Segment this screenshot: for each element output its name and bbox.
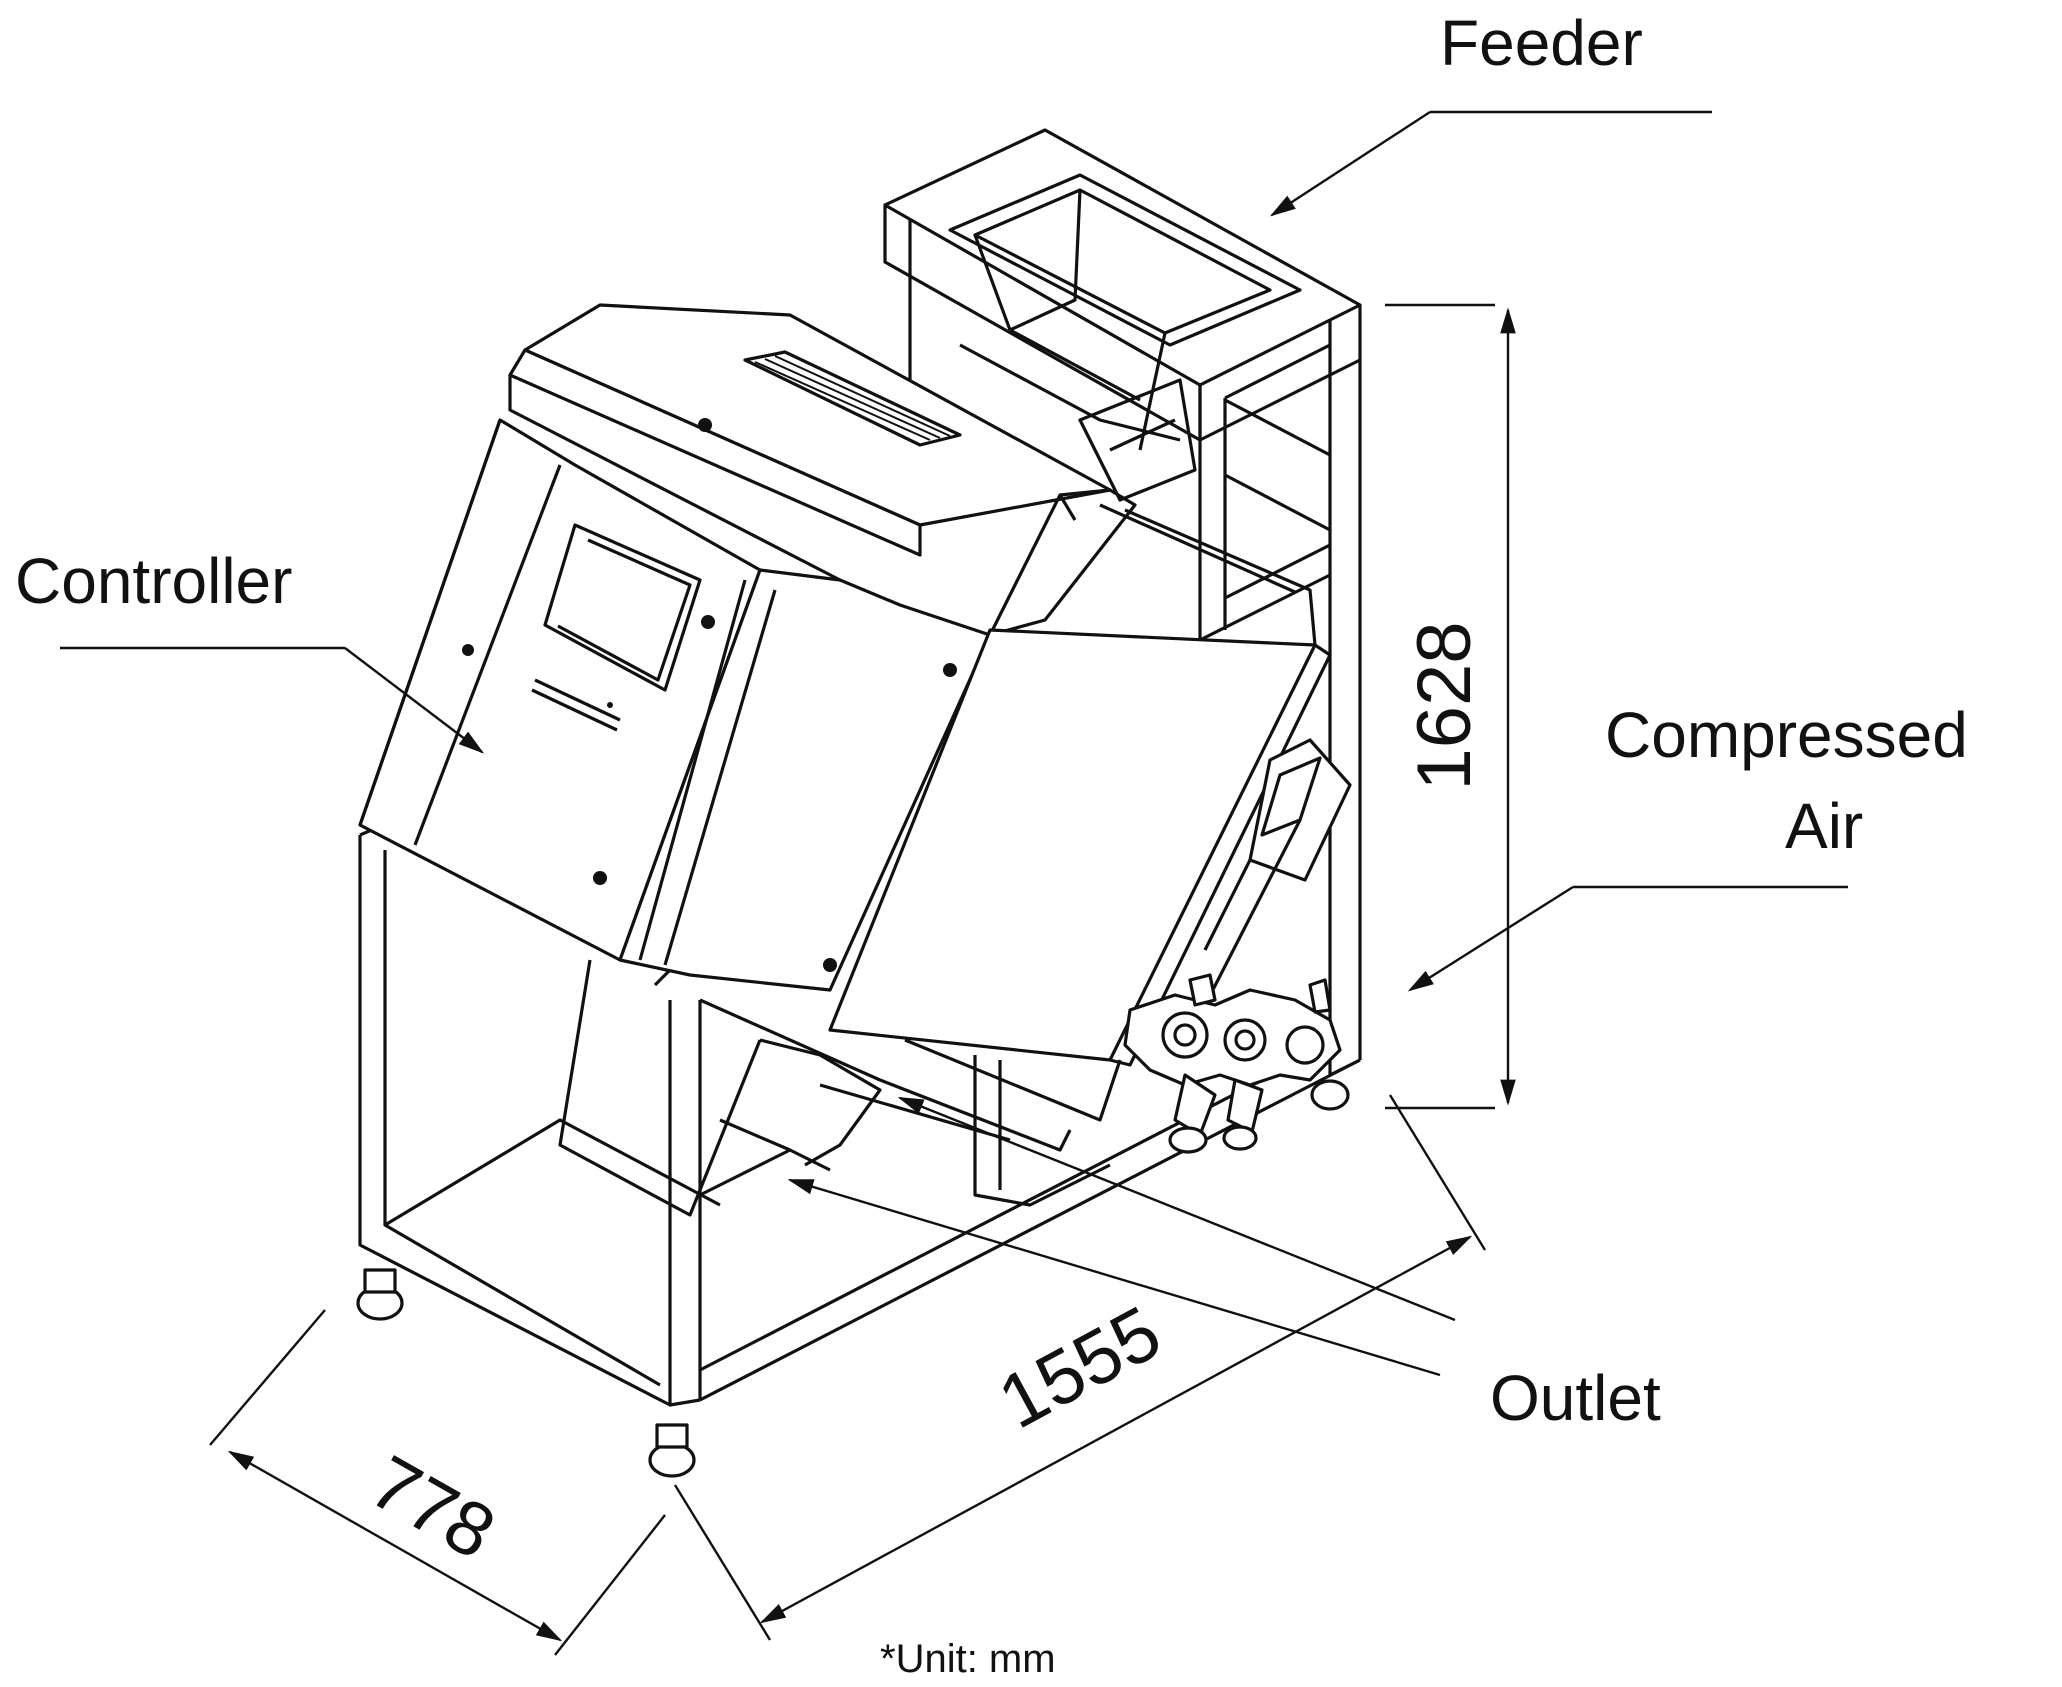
callout-outlet: Outlet xyxy=(787,1096,1661,1434)
sorter-body xyxy=(618,488,1137,992)
compressed-air-valves xyxy=(1123,738,1352,1154)
dimension-length-value: 1555 xyxy=(985,1290,1174,1445)
feeder-hopper xyxy=(948,173,1302,502)
dimension-width: 778 xyxy=(209,1309,666,1656)
label-compressed-air-line1: Compressed xyxy=(1605,699,1968,771)
label-controller: Controller xyxy=(15,545,292,617)
controller-panel xyxy=(358,418,762,962)
label-compressed-air-line2: Air xyxy=(1785,790,1863,862)
dimension-height: 1628 xyxy=(1385,303,1516,1110)
dimension-length: 1555 xyxy=(673,1094,1487,1641)
callout-compressed-air: Compressed Air xyxy=(1407,699,1968,992)
unit-note: *Unit: mm xyxy=(880,1637,1056,1681)
outlet-chutes xyxy=(558,959,1122,1217)
dimension-height-value: 1628 xyxy=(1402,621,1487,790)
side-panel xyxy=(828,503,1332,1067)
callout-controller: Controller xyxy=(15,545,485,754)
callout-feeder: Feeder xyxy=(1269,7,1712,217)
caster-wheels xyxy=(356,1268,696,1478)
top-cover xyxy=(508,303,1112,582)
label-feeder: Feeder xyxy=(1440,7,1643,79)
dimension-width-value: 778 xyxy=(356,1440,508,1576)
label-outlet: Outlet xyxy=(1490,1362,1661,1434)
